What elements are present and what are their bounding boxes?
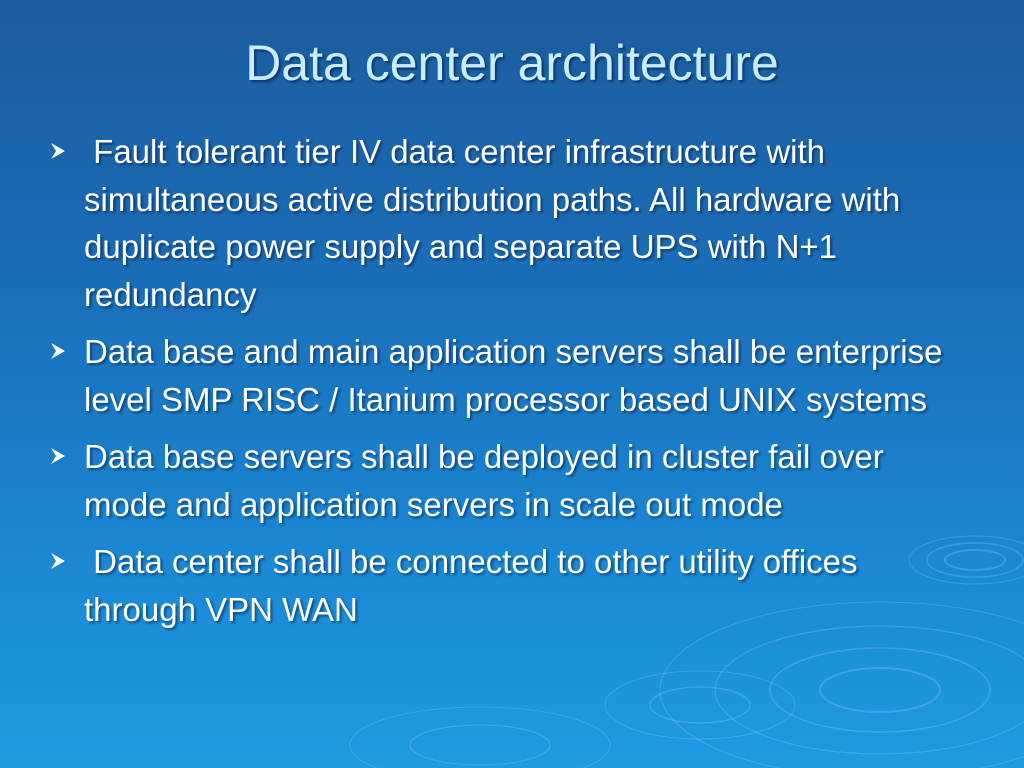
slide-title: Data center architecture [245,35,779,91]
bullet-list: Fault tolerant tier IV data center infra… [44,128,974,643]
bullet-text: Fault tolerant tier IV data center infra… [84,133,901,313]
arrowhead-bullet-icon [51,448,65,464]
bullet-item: Data base and main application servers s… [44,328,974,423]
bullet-item: Data base servers shall be deployed in c… [44,433,974,528]
bullet-text: Data base and main application servers s… [84,333,943,418]
arrowhead-bullet-icon [51,143,65,159]
arrowhead-bullet-icon [51,343,65,359]
bullet-item: Fault tolerant tier IV data center infra… [44,128,974,318]
arrowhead-bullet-icon [51,553,65,569]
bullet-text: Data center shall be connected to other … [84,543,858,628]
bullet-item: Data center shall be connected to other … [44,538,974,633]
bullet-text: Data base servers shall be deployed in c… [84,438,884,523]
